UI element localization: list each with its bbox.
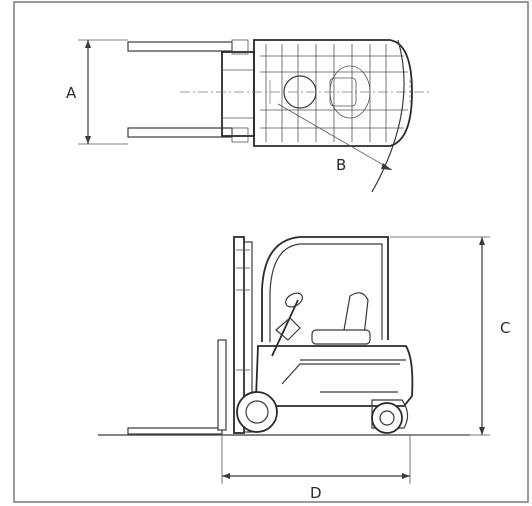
fork-side: [127, 427, 223, 435]
truck-body: [255, 345, 414, 407]
fork-lower: [127, 127, 233, 138]
turning-radius-arc: [371, 39, 405, 193]
label-b: B: [336, 156, 346, 174]
label-c: C: [500, 319, 510, 337]
seat-base: [311, 329, 371, 345]
fork-upper: [127, 41, 233, 52]
label-d: D: [310, 484, 322, 502]
seat-back: [343, 292, 369, 337]
diagram-frame: [13, 1, 529, 503]
label-a: A: [66, 84, 77, 102]
rear-wheel: [371, 402, 403, 434]
top-view: [78, 39, 432, 193]
front-wheel: [236, 391, 278, 433]
side-view: [98, 236, 490, 484]
overhead-guard: [261, 236, 389, 342]
mast-inner: [243, 241, 253, 433]
dimension-b-line: [277, 103, 393, 171]
